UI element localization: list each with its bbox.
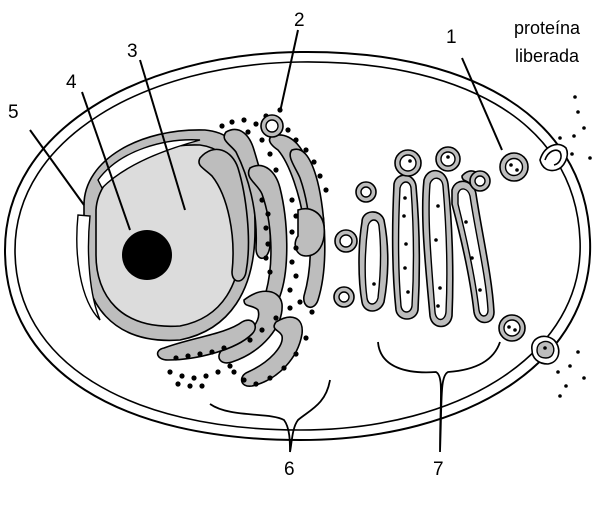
nucleolus	[122, 230, 172, 280]
label-1: 1	[446, 27, 457, 48]
label-7: 7	[433, 459, 444, 480]
exocytosis-bottom	[532, 336, 559, 364]
label-3: 3	[127, 41, 138, 62]
label-5: 5	[8, 102, 19, 123]
label-6: 6	[284, 459, 295, 480]
label-released-protein-line1: proteína	[514, 18, 581, 38]
label-4: 4	[66, 72, 77, 93]
transport-vesicle-top	[261, 115, 283, 137]
label-released-protein-line2: liberada	[515, 46, 580, 66]
label-2: 2	[294, 10, 305, 31]
